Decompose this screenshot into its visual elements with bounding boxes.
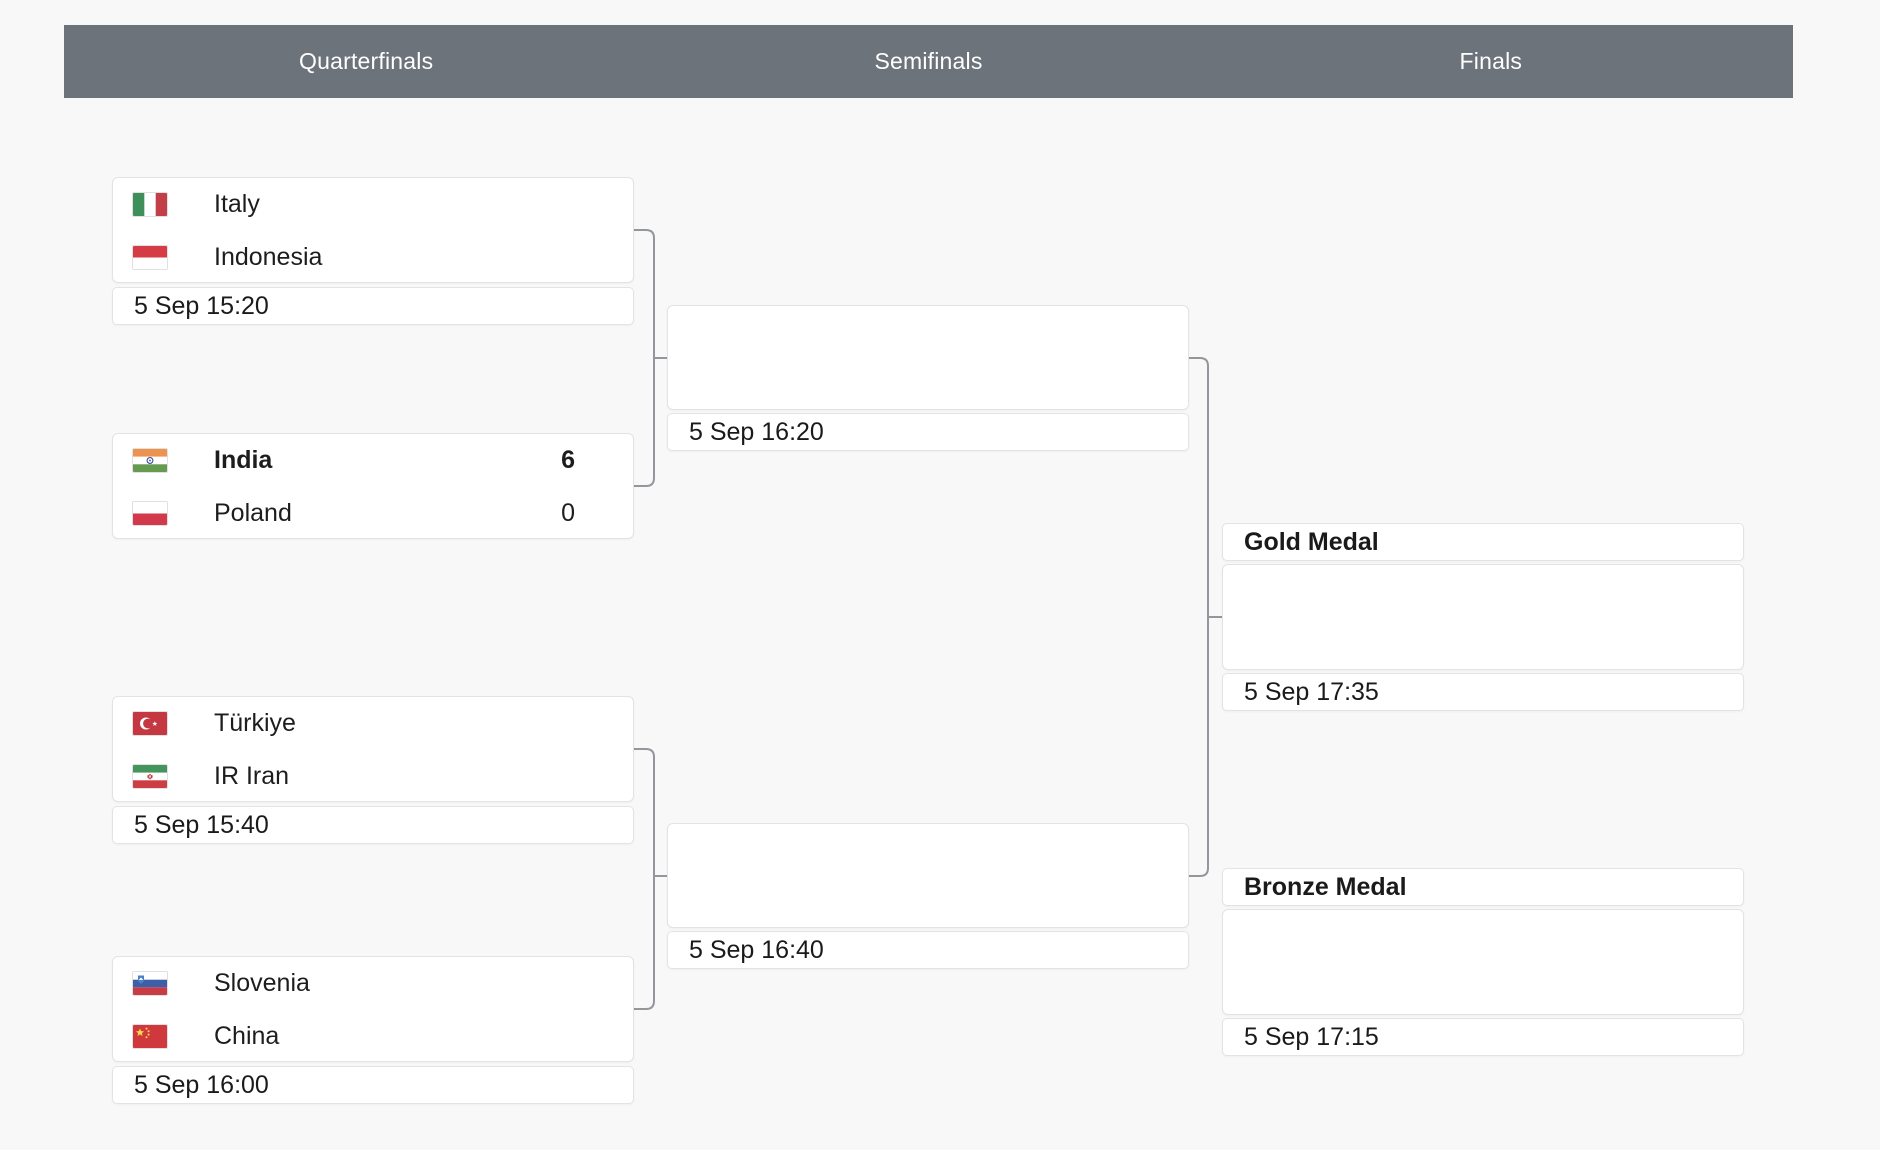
india-flag-icon <box>132 448 168 473</box>
team-name: Slovenia <box>214 969 310 997</box>
team-row: Türkiye <box>113 697 633 750</box>
team-name: Poland <box>214 499 292 527</box>
match-qf3[interactable]: Türkiye IR Iran <box>112 696 634 802</box>
iran-flag-icon <box>132 764 168 789</box>
team-row: IR Iran <box>113 750 633 803</box>
match-sf2-placeholder <box>667 823 1189 928</box>
slovenia-flag-icon <box>132 971 168 996</box>
team-row: China <box>113 1010 633 1063</box>
team-score: 6 <box>561 446 575 474</box>
team-row: India 6 <box>113 434 633 487</box>
team-name: China <box>214 1022 280 1050</box>
team-row: Poland 0 <box>113 487 633 540</box>
poland-flag-icon <box>132 501 168 526</box>
match-sf2-datetime: 5 Sep 16:40 <box>667 931 1189 969</box>
bronze-medal-title: Bronze Medal <box>1222 868 1744 906</box>
match-qf1[interactable]: Italy Indonesia <box>112 177 634 283</box>
team-name: India <box>214 446 273 474</box>
team-name: IR Iran <box>214 762 290 790</box>
team-name: Indonesia <box>214 243 323 271</box>
italy-flag-icon <box>132 192 168 217</box>
team-score: 0 <box>561 499 575 527</box>
match-qf2[interactable]: India 6 Poland 0 <box>112 433 634 539</box>
match-qf4-datetime: 5 Sep 16:00 <box>112 1066 634 1104</box>
match-gold-placeholder <box>1222 564 1744 670</box>
match-gold-datetime: 5 Sep 17:35 <box>1222 673 1744 711</box>
round-header-quarterfinals: Quarterfinals <box>299 48 434 74</box>
gold-medal-title: Gold Medal <box>1222 523 1744 561</box>
round-header-semifinals: Semifinals <box>874 48 983 74</box>
match-qf1-datetime: 5 Sep 15:20 <box>112 287 634 325</box>
match-bronze-placeholder <box>1222 909 1744 1015</box>
indonesia-flag-icon <box>132 245 168 270</box>
match-qf4[interactable]: Slovenia China <box>112 956 634 1062</box>
round-header-bar: Quarterfinals Semifinals Finals <box>64 25 1793 98</box>
turkiye-flag-icon <box>132 711 168 736</box>
team-row: Italy <box>113 178 633 231</box>
match-sf1-placeholder <box>667 305 1189 410</box>
team-row: Slovenia <box>113 957 633 1010</box>
team-name: Italy <box>214 190 260 218</box>
match-bronze-datetime: 5 Sep 17:15 <box>1222 1018 1744 1056</box>
china-flag-icon <box>132 1024 168 1049</box>
team-row: Indonesia <box>113 231 633 284</box>
match-sf1-datetime: 5 Sep 16:20 <box>667 413 1189 451</box>
team-name: Türkiye <box>214 709 296 737</box>
round-header-finals: Finals <box>1459 48 1523 74</box>
match-qf3-datetime: 5 Sep 15:40 <box>112 806 634 844</box>
